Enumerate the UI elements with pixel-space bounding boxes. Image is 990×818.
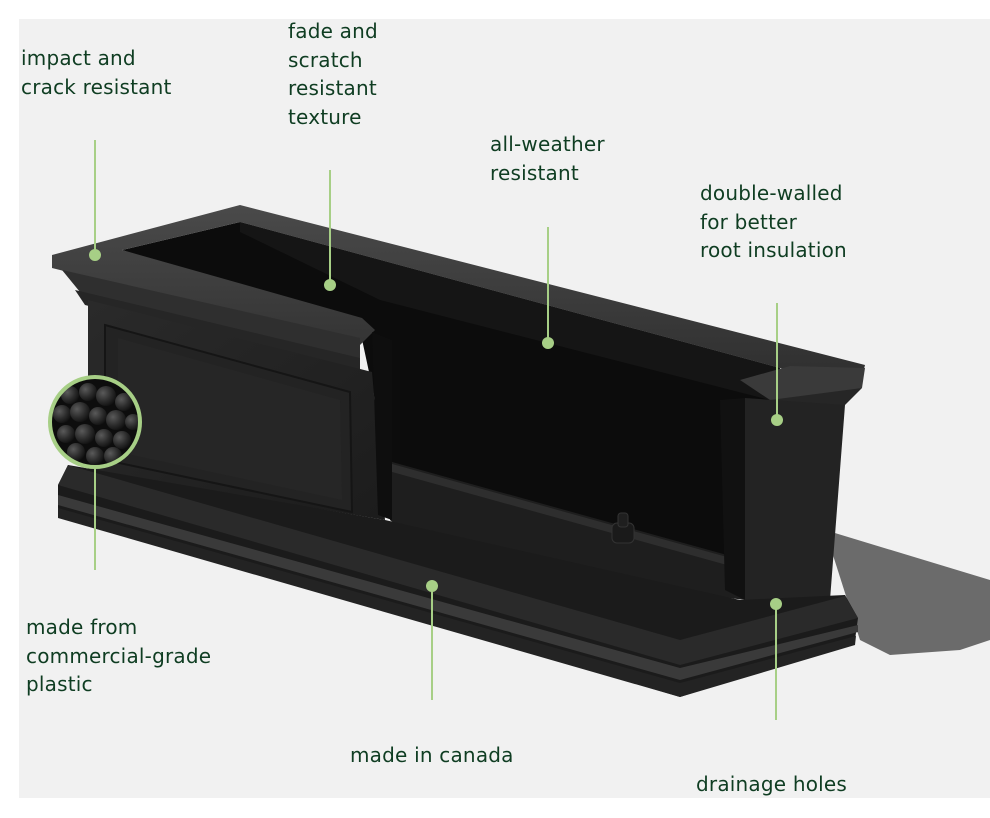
callout-dot-fade xyxy=(324,279,336,291)
callout-label-double-wall: double-walled for better root insulation xyxy=(700,181,847,262)
callout-label-fade: fade and scratch resistant texture xyxy=(288,19,378,129)
callout-label-impact: impact and crack resistant xyxy=(21,46,172,99)
material-closeup xyxy=(51,378,139,466)
callout-label-drainage: drainage holes xyxy=(696,772,848,796)
callout-label-canada: made in canada xyxy=(350,743,514,767)
callout-dot-weather xyxy=(542,337,554,349)
planter-rim xyxy=(52,205,865,385)
callout-label-weather: all-weather resistant xyxy=(490,132,605,185)
planter-interior xyxy=(122,222,780,600)
callout-dot-canada xyxy=(426,580,438,592)
callout-label-material: made from commercial-grade plastic xyxy=(26,615,212,696)
planter-end-right xyxy=(745,398,845,600)
callout-dot-drainage xyxy=(770,598,782,610)
callout-dot-double-wall xyxy=(771,414,783,426)
callout-dot-impact xyxy=(89,249,101,261)
planter-shadow xyxy=(825,530,990,655)
